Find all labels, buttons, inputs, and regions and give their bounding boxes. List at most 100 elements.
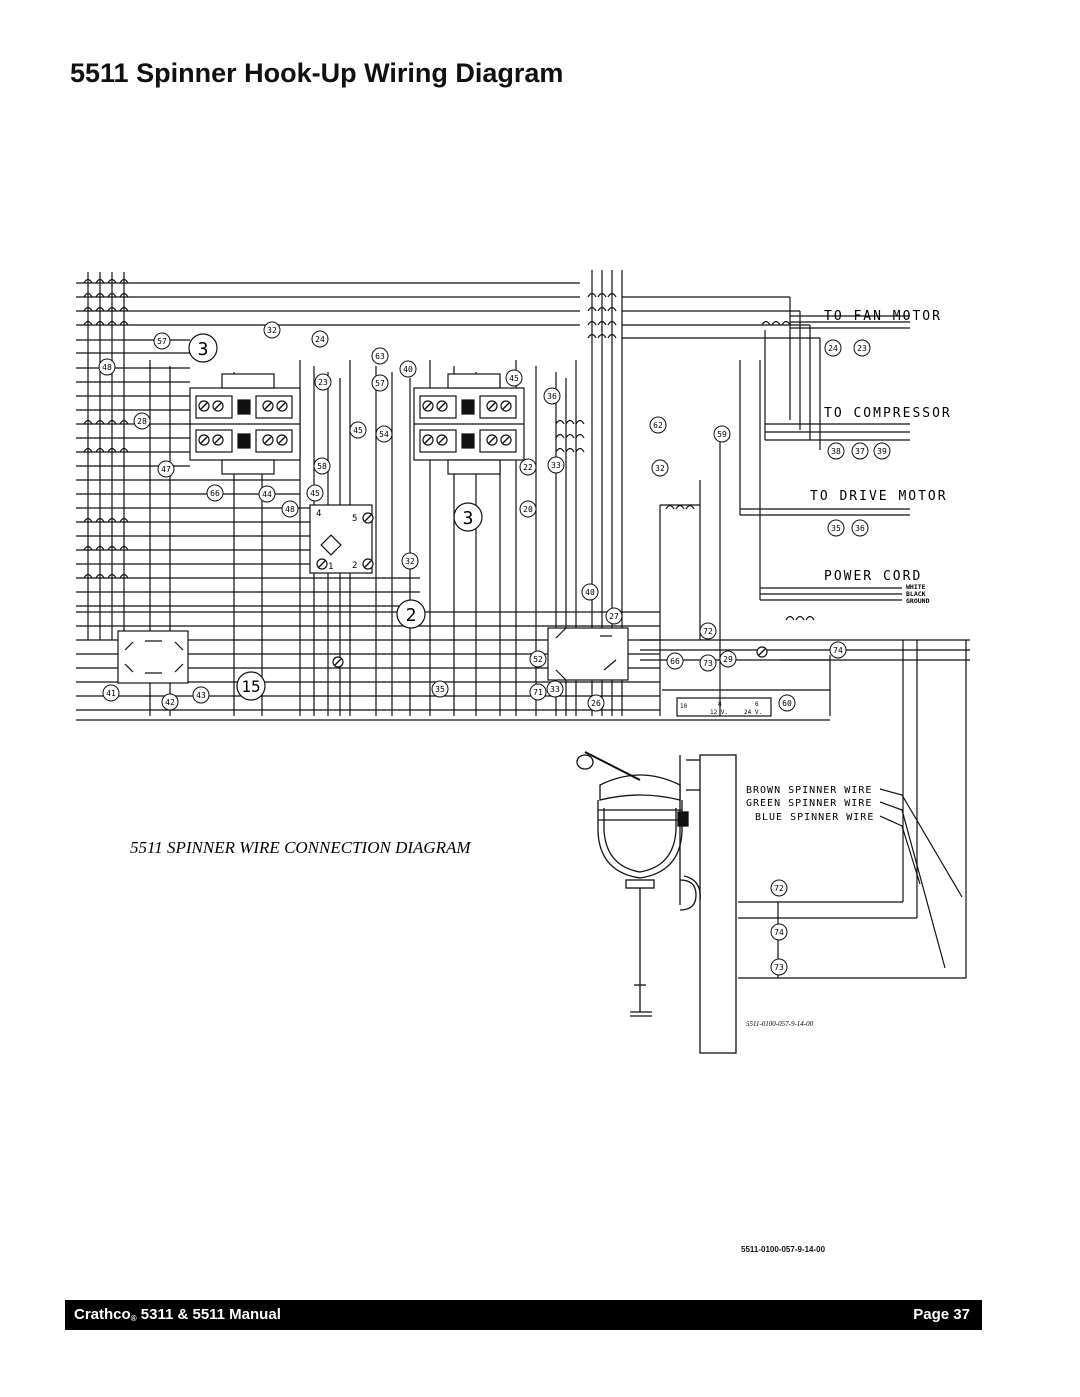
wire-number-marker: 20 (519, 500, 537, 518)
wire-number-text: 20 (523, 505, 533, 514)
wire-number-text: 48 (102, 363, 112, 372)
wire-number-marker: 41 (102, 684, 120, 702)
wire-number-marker: 22 (519, 458, 537, 476)
spinner-machine (576, 751, 737, 1054)
board-10-label: 10 (680, 703, 688, 710)
wire-number-text: 45 (310, 489, 320, 498)
wire-number-marker: 27 (605, 607, 623, 625)
wire-number-text: 45 (509, 374, 519, 383)
wire-number-text: 72 (703, 627, 713, 636)
wire-number-text: 33 (550, 685, 560, 694)
wire-number-text: 35 (831, 524, 841, 533)
wire-number-text: 38 (831, 447, 841, 456)
wire-number-marker: 29 (719, 650, 737, 668)
relay-15-text: 15 (241, 677, 260, 696)
wire-number-marker: 32 (651, 459, 669, 477)
green-spinner-wire-label: GREEN SPINNER WIRE (746, 798, 872, 809)
to-fan-motor-label: TO FAN MOTOR (824, 309, 942, 324)
relay-3-left-marker: 3 (188, 333, 218, 363)
board-6-label: 6 (755, 701, 759, 708)
cord-black-label: BLACK (906, 590, 926, 598)
terminal-screw-icon (486, 434, 498, 446)
footer-brand: Crathco (74, 1306, 131, 1323)
wire-number-marker: 42 (161, 693, 179, 711)
switch-15-box (117, 630, 189, 684)
terminal-screw-icon (436, 400, 448, 412)
wire-crossing-hump (675, 504, 685, 510)
spinner-wire-73-text: 73 (774, 963, 784, 972)
spinner-wire-74-marker: 74 (770, 923, 788, 941)
wire-number-text: 66 (670, 657, 680, 666)
wire-number-text: 41 (106, 689, 116, 698)
relay-2-text: 2 (406, 605, 417, 626)
wire-number-marker: 43 (192, 686, 210, 704)
terminal-screw-icon (362, 558, 374, 570)
wire-number-marker: 66 (666, 652, 684, 670)
wire-number-text: 24 (315, 335, 325, 344)
wire-number-marker: 32 (401, 552, 419, 570)
relay-15-marker: 15 (236, 671, 266, 701)
wire-number-text: 73 (703, 659, 713, 668)
wire-number-text: 54 (379, 430, 389, 439)
wire-number-marker: 37 (851, 442, 869, 460)
terminal-screw-icon (486, 400, 498, 412)
wire-number-text: 32 (655, 464, 665, 473)
wire-crossing-hump (575, 447, 585, 453)
wire-crossing-hump (555, 447, 565, 453)
terminal-4-label: 4 (316, 509, 321, 519)
wire-number-text: 24 (828, 344, 838, 353)
wire-crossing-hump (685, 504, 695, 510)
wire-number-marker: 36 (543, 387, 561, 405)
wire-number-marker: 63 (371, 347, 389, 365)
wire-crossing-hump (555, 433, 565, 439)
wire-number-marker: 48 (281, 500, 299, 518)
wire-number-marker: 36 (851, 519, 869, 537)
relay-3-left-text: 3 (198, 339, 209, 360)
wire-number-marker: 74 (829, 641, 847, 659)
wire-number-text: 40 (585, 588, 595, 597)
wire-number-text: 32 (405, 557, 415, 566)
wire-number-text: 27 (609, 612, 619, 621)
spinner-wire-72-text: 72 (774, 884, 784, 893)
wire-number-text: 57 (375, 379, 385, 388)
brown-spinner-wire-label: BROWN SPINNER WIRE (746, 785, 872, 796)
wire-number-marker: 45 (349, 421, 367, 439)
wire-number-text: 45 (353, 426, 363, 435)
wire-number-marker: 60 (778, 694, 796, 712)
terminal-screw-icon (212, 400, 224, 412)
wire-number-text: 71 (533, 688, 543, 697)
spinner-diagram-title: 5511 SPINNER WIRE CONNECTION DIAGRAM (130, 838, 471, 857)
wire-number-text: 23 (857, 344, 867, 353)
wire-crossing-hump (575, 419, 585, 425)
wire-number-marker: 40 (399, 360, 417, 378)
cord-white-label: WHITE (906, 583, 926, 591)
wire-number-marker: 26 (587, 694, 605, 712)
wire-number-text: 48 (285, 505, 295, 514)
wire-number-marker: 40 (581, 583, 599, 601)
relay-3-right-text: 3 (463, 508, 474, 529)
wire-number-text: 37 (855, 447, 865, 456)
page-title: 5511 Spinner Hook-Up Wiring Diagram (70, 58, 564, 88)
wire-number-marker: 35 (827, 519, 845, 537)
wire-number-marker: 33 (547, 456, 565, 474)
wire-number-marker: 54 (375, 425, 393, 443)
wire-number-text: 29 (723, 655, 733, 664)
footer-page-number: Page 37 (913, 1306, 970, 1323)
wire-number-marker: 32 (263, 321, 281, 339)
wire-number-marker: 35 (431, 680, 449, 698)
wire-crossing-hump (665, 504, 675, 510)
terminal-2-label: 2 (352, 561, 357, 571)
wire-number-marker: 45 (306, 484, 324, 502)
wire-number-marker: 66 (206, 484, 224, 502)
terminal-screws (198, 400, 768, 668)
wire-number-text: 58 (317, 462, 327, 471)
wire-number-marker: 23 (314, 373, 332, 391)
blue-spinner-wire-label: BLUE SPINNER WIRE (755, 812, 874, 823)
terminal-screw-icon (362, 512, 374, 524)
terminal-screw-icon (756, 646, 768, 658)
wire-number-text: 42 (165, 698, 175, 707)
wire-number-marker: 57 (153, 332, 171, 350)
terminal-screw-icon (198, 434, 210, 446)
